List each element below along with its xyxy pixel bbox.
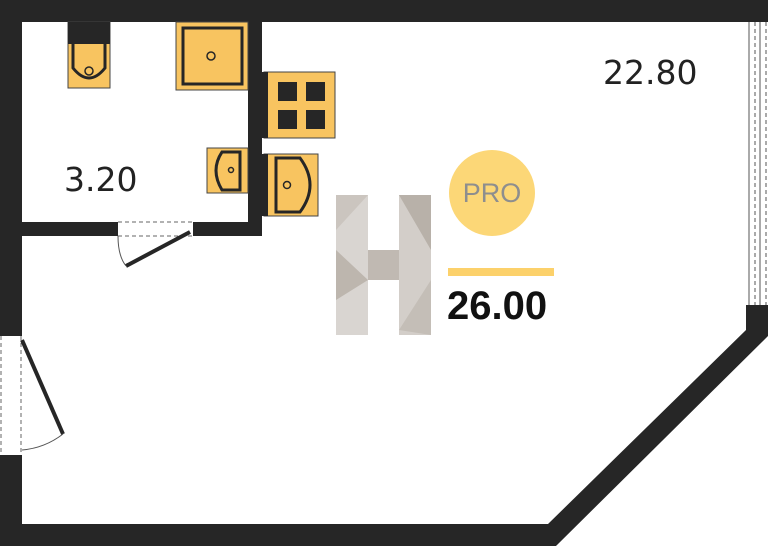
bathroom-area-label: 3.20 — [64, 160, 138, 199]
bathroom-sink-icon — [206, 147, 249, 194]
stove-icon — [262, 71, 336, 139]
h-logo — [336, 195, 431, 335]
shower-icon — [175, 21, 249, 91]
bathroom-door — [117, 221, 193, 268]
toilet-icon — [67, 21, 111, 89]
kitchen-sink-icon — [262, 153, 319, 217]
accent-bar — [448, 268, 554, 276]
pro-badge: PRO — [449, 150, 535, 236]
entrance-door — [0, 336, 65, 455]
window — [748, 22, 767, 305]
living-area-label: 22.80 — [603, 53, 698, 92]
total-area-label: 26.00 — [447, 284, 548, 328]
